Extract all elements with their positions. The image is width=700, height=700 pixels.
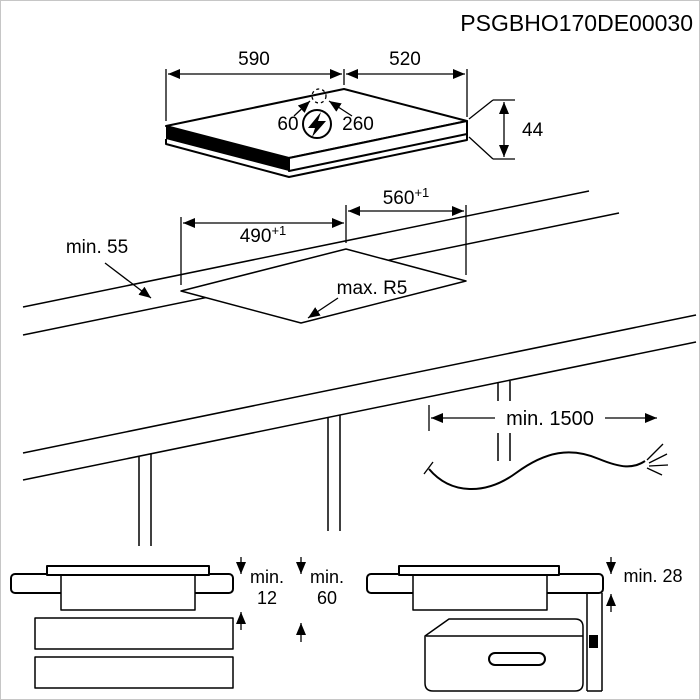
cutout-width-tolerance: +1 [271,223,286,238]
cutout-depth-tolerance: +1 [414,185,429,200]
cable-entry-marker [311,88,327,104]
hob-width-label: 590 [238,49,270,70]
oven-section: min. 28 [366,557,683,692]
lightning-icon [308,112,326,137]
cutout-depth-label: 560+1 [383,185,430,209]
hob-top-view: 590 520 44 60 260 [165,49,544,178]
cord-left-arrow [293,100,311,117]
cutout-width-value: 490 [240,226,272,247]
clearance12-value: 12 [257,588,277,608]
hob-front-left-edge [166,126,289,171]
max-corner-radius-label: max. R5 [337,278,408,299]
cutout-width-label: 490+1 [240,223,287,247]
witness-lines [165,69,468,121]
hob-body-right [412,574,548,611]
power-cable-line [428,451,646,490]
hob-glass-right [398,565,560,576]
panel-bracket [589,635,598,648]
hob-body-left [60,574,196,611]
hob-height-label: 44 [522,120,544,141]
worktop-cutout-view: 490+1 560+1 min. 55 max. R5 [22,185,697,546]
cutout-witness-lines [180,205,467,285]
cord-offset-right-label: 260 [342,114,374,135]
min-edge-distance-label: min. 55 [66,237,128,258]
clearance12-min-label: min. [250,567,284,587]
clearance28-label: min. 28 [623,566,682,586]
hob-glass-left [46,565,210,576]
cord-right-arrow [328,100,353,117]
cable-length-label: min. 1500 [506,408,594,430]
document-code: PSGBHO170DE00030 [460,10,693,36]
min-edge-distance-arrow [104,262,152,299]
hob-frame-lip [165,134,468,178]
cord-offset-left-label: 60 [277,114,298,135]
cable-end-tick [423,461,434,475]
power-cable-view: min. 1500 [423,405,669,490]
cutout-opening [180,248,467,324]
corner-radius-arrow [307,297,339,319]
clearance60-value: 60 [317,588,337,608]
worktop-edge-lines [22,190,697,481]
height-dimension [468,99,515,160]
cabinet-side-panel [586,593,603,692]
drawer-lower [34,656,234,689]
clearance60-min-label: min. [310,567,344,587]
cabinet-legs [138,381,511,546]
cutout-depth-value: 560 [383,188,415,209]
hob-depth-label: 520 [389,49,421,70]
oven-handle [488,652,546,666]
cabinet-drawer-section: min. 12 min. 60 [10,557,344,689]
cable-wire-ends [646,443,669,476]
drawer-upper [34,617,234,650]
